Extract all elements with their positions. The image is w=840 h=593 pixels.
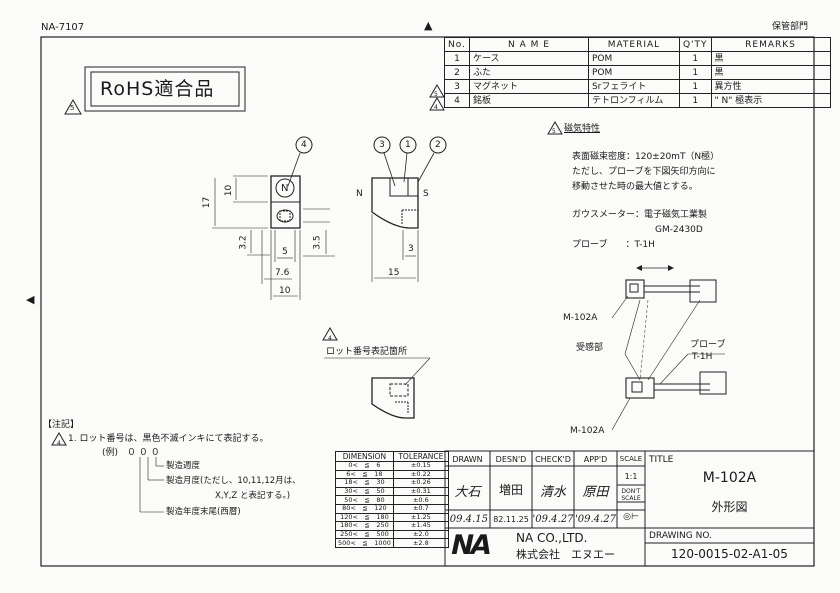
rohs-label: RoHS適合品 <box>100 78 215 100</box>
note-month: 製造月度(ただし、10,11,12月は、 <box>166 476 301 486</box>
probe-spec-label: プローブ ：T-1H <box>572 240 655 250</box>
probe-model: T-1H <box>692 352 713 362</box>
drawn-signature: 大石 <box>454 485 481 500</box>
dim-5: 5 <box>282 247 288 257</box>
drawing-number: 120-0015-02-A1-05 <box>671 547 788 561</box>
note-week: 製造週度 <box>166 461 201 471</box>
side-pole-n: N <box>356 189 363 199</box>
drawn-header: DRAWN <box>452 455 483 464</box>
company-name-en: NA CO.,LTD. <box>516 531 588 545</box>
table-row: 2 ふた POM 1 黒 <box>444 65 831 80</box>
table-row: 3 マグネット Srフェライト 1 異方性 <box>444 79 831 94</box>
gauss-meter-label: ガウスメーター：電子磁気工業製 <box>572 210 708 220</box>
top-center-marker: ▲ <box>424 19 433 32</box>
drawing-title-model: M-102A <box>702 470 757 486</box>
checked-date: '09.4.27 <box>532 514 574 525</box>
magnetic-rev-mark: 5 <box>552 128 556 135</box>
note-example: (例) ０ ０ ０ <box>102 448 160 458</box>
balloon-4: 4 <box>301 140 307 150</box>
balloon-2: 2 <box>435 140 441 150</box>
checked-signature: 清水 <box>539 485 566 500</box>
company-logo: NA <box>447 530 492 561</box>
m102a-upper-label: M-102A <box>563 313 598 323</box>
drawing-title-name: 外形図 <box>711 500 748 514</box>
dim-15: 15 <box>388 268 400 278</box>
scale-value: 1:1 <box>624 472 638 481</box>
notes-title: 【注記】 <box>43 420 80 430</box>
approved-signature: 原田 <box>582 485 609 500</box>
lot-mark-label: ロット番号表記箇所 <box>326 347 408 357</box>
drawn-date: '09.4.15 <box>447 514 488 525</box>
probe-label: プローブ <box>690 340 726 350</box>
gauss-meter-model: GM-2430D <box>655 225 703 235</box>
balloon-1: 1 <box>405 140 411 150</box>
checked-header: CHECK'D <box>535 455 571 464</box>
drawing-number-header: DRAWING NO. <box>649 531 712 541</box>
notes-rev-mark: 4 <box>57 440 61 447</box>
rohs-rev-mark: 5 <box>70 104 75 112</box>
scale-header: SCALE <box>619 455 643 463</box>
magnetic-title: 磁気特性 <box>564 124 601 134</box>
front-pole-n: N <box>281 183 289 194</box>
storage-department-label: 保管部門 <box>772 22 809 32</box>
side-pole-s: S <box>423 189 429 199</box>
note-line-1: 1. ロット番号は、黒色不滅インキにて表記する。 <box>68 434 269 444</box>
parts-table-header: No. N A M E MATERIAL Q'TY REMARKS <box>444 37 831 52</box>
magnetic-line-2: ただし、プローブを下図矢印方向に <box>572 167 716 177</box>
projection-symbol-icon: ◎⊢ <box>623 512 639 522</box>
company-name-jp: 株式会社 エヌエー <box>516 548 615 561</box>
title-header: TITLE <box>649 455 674 465</box>
note-month-2: X,Y,Z と表記する。) <box>215 491 291 501</box>
designed-signature: 増田 <box>498 483 523 497</box>
tolerance-table-header: DIMENSION TOLERANCE <box>335 451 449 462</box>
dont-scale-label: DON'T SCALE <box>621 488 641 502</box>
table-row: 4 銘板 テトロンフィルム 1 " N" 極表示 <box>444 93 831 108</box>
table-row: 500< ≦ 1000±2.8 <box>335 538 449 548</box>
lot-rev-mark: 4 <box>328 335 332 342</box>
approved-date: '09.4.27 <box>575 514 616 525</box>
m102a-lower-label: M-102A <box>570 426 605 436</box>
approved-header: APP'D <box>583 455 608 464</box>
left-center-marker: ◀ <box>26 293 35 306</box>
doc-code: NA-7107 <box>41 22 85 33</box>
tolerance-table: DIMENSION TOLERANCE 0< ≦ 6±0.15 6< ≦ 18±… <box>335 451 449 548</box>
note-year: 製造年度末尾(西暦) <box>166 507 241 517</box>
sensor-label: 受感部 <box>576 343 604 353</box>
dim-10-horizontal: 10 <box>279 286 291 296</box>
magnetic-line-3: 移動させた時の最大値とする。 <box>572 182 698 192</box>
balloon-3: 3 <box>379 140 385 150</box>
dim-7-6: 7.6 <box>275 268 290 278</box>
row3-rev-mark: 5 <box>434 91 438 98</box>
designed-date: 82.11.25 <box>493 515 529 524</box>
dim-3: 3 <box>408 244 414 254</box>
row4-rev-mark: 4 <box>434 104 438 111</box>
magnetic-line-1: 表面磁束密度：120±20mT（N極） <box>572 152 720 162</box>
designed-header: DESN'D <box>495 455 527 464</box>
parts-list-table: No. N A M E MATERIAL Q'TY REMARKS 1 ケース … <box>444 37 831 108</box>
